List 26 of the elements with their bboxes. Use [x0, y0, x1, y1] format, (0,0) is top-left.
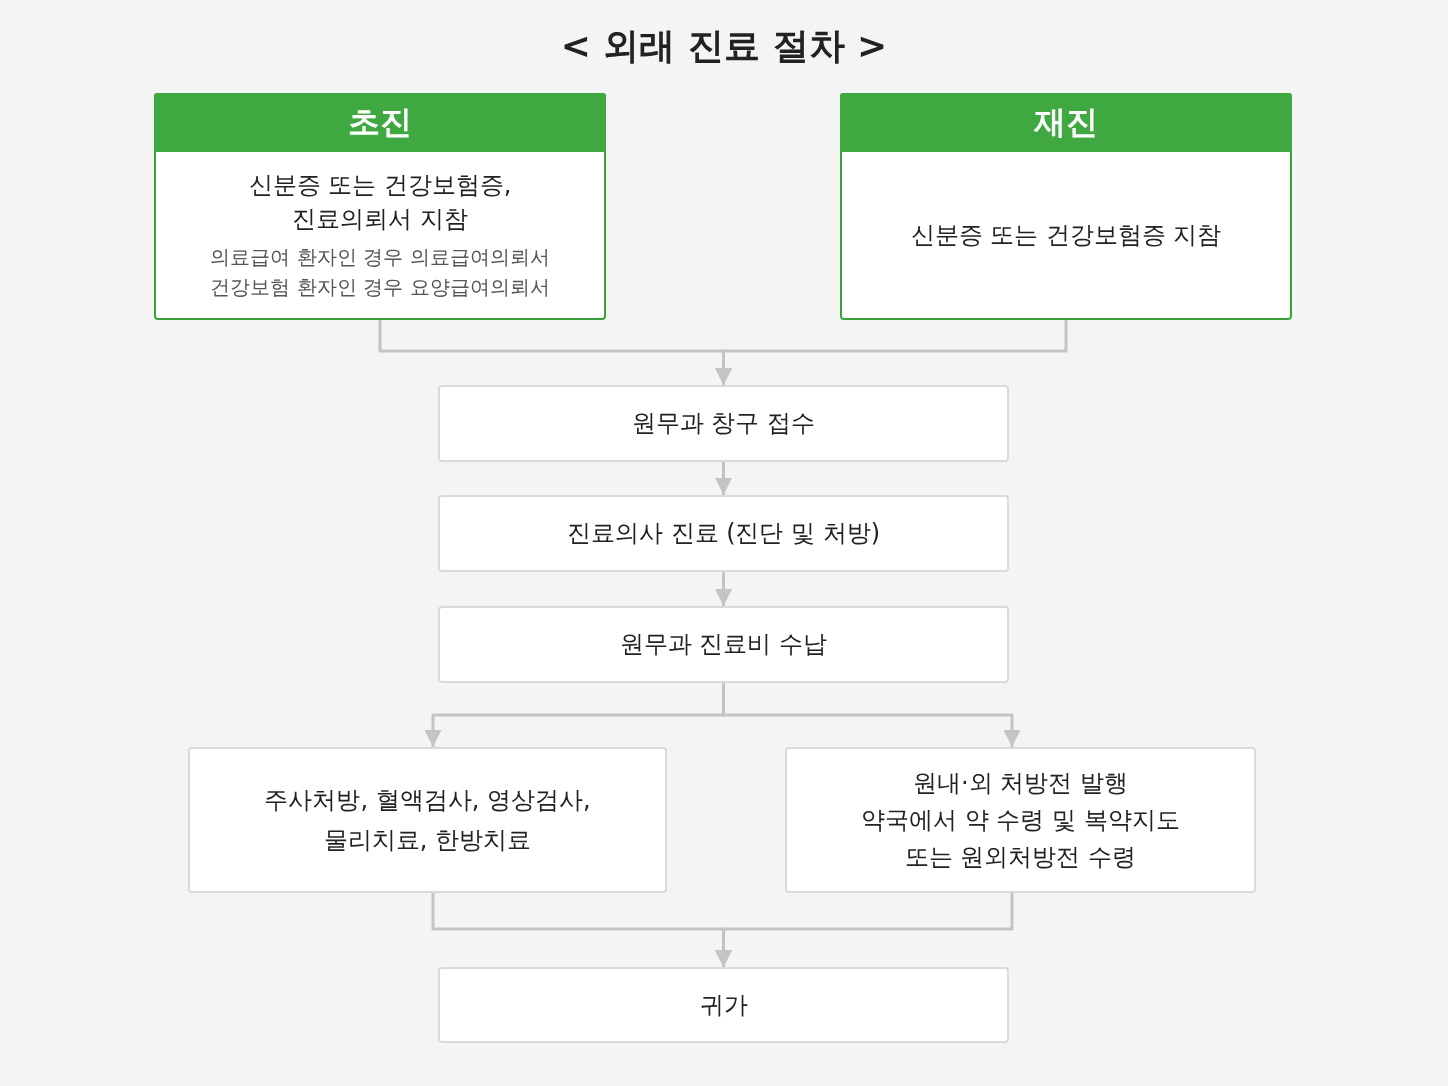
card-header: 초진 — [154, 93, 606, 152]
arrow — [715, 462, 732, 495]
step-text: 약국에서 약 수령 및 복약지도 또는 원외처방전 수령 — [860, 804, 1181, 873]
requirement-text: 신분증 또는 건강보험증 지참 — [910, 220, 1222, 251]
arrow — [715, 320, 1068, 385]
process-box — [438, 967, 1009, 1043]
step-text: 원내·외 처방전 발행 — [913, 767, 1128, 799]
stage-card — [154, 93, 606, 320]
process-box — [438, 606, 1009, 683]
step-text: 진료의사 진료 (진단 및 처방) — [566, 518, 881, 549]
arrow — [715, 893, 1014, 967]
process-box — [785, 747, 1256, 893]
step-text: 원무과 창구 접수 — [631, 408, 816, 439]
note-text: 건강보험 환자인 경우 요양급여의뢰서 — [210, 274, 550, 301]
step-text: 귀가 — [699, 989, 748, 1021]
note-text: 의료급여 환자인 경우 의료급여의뢰서 — [210, 244, 550, 271]
requirement-text: 신분증 또는 건강보험증, 진료의뢰서 지참 — [247, 170, 513, 235]
stage-card — [840, 93, 1292, 320]
process-box — [438, 385, 1009, 462]
card-header: 재진 — [840, 93, 1292, 152]
arrow — [715, 572, 732, 606]
diagram-title: < 외래 진료 절차 > — [560, 24, 888, 68]
process-box — [438, 495, 1009, 572]
step-text: 주사처방, 혈액검사, 영상검사, 물리치료, 한방치료 — [263, 785, 592, 856]
process-box — [188, 747, 667, 893]
step-text: 원무과 진료비 수납 — [619, 629, 828, 660]
